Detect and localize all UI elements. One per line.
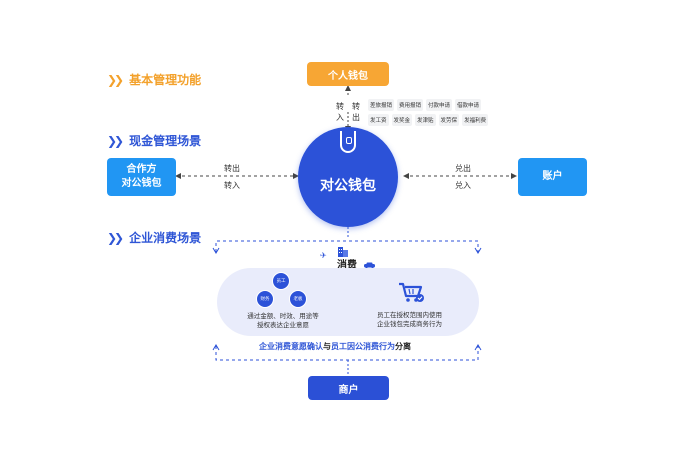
hub-label: 对公钱包 bbox=[320, 178, 376, 194]
role-finance: 财务 bbox=[256, 290, 274, 308]
left-in-label: 转入 bbox=[224, 181, 240, 190]
tag-item: 发工资 bbox=[368, 114, 389, 126]
merchant-node: 商户 bbox=[308, 376, 389, 400]
authorization-text-line-1: 通过金额、时效、用途等 bbox=[247, 312, 319, 320]
section-basic-label: 基本管理功能 bbox=[129, 73, 202, 87]
tag-item: 付款申请 bbox=[426, 99, 453, 111]
authorization-text-line-2: 授权表达企业意愿 bbox=[257, 321, 309, 329]
plane-icon: ✈ bbox=[320, 251, 327, 260]
double-chevron-icon: ❯❯ bbox=[107, 230, 124, 245]
role-employee-label: 员工 bbox=[276, 279, 286, 284]
section-enterprise: ❯❯ 企业消费场景 bbox=[107, 229, 201, 246]
partner-label-line-2: 对公钱包 bbox=[121, 178, 162, 189]
role-finance-label: 财务 bbox=[260, 297, 270, 302]
tag-item: 发奖金 bbox=[391, 114, 413, 126]
account-node: 账户 bbox=[518, 158, 587, 196]
summary-part-2: 员工因公消费行为 bbox=[331, 342, 395, 351]
car-icon bbox=[364, 254, 375, 269]
transfer-out-char-2: 出 bbox=[352, 113, 360, 122]
usage-text: 员工在授权范围内使用 企业钱包完成商务行为 bbox=[377, 311, 457, 329]
tag-item: 发津贴 bbox=[415, 114, 436, 126]
tag-item: 发劳保 bbox=[438, 114, 460, 126]
tag-item: 费用报销 bbox=[397, 99, 424, 111]
building-icon bbox=[337, 242, 349, 257]
usage-text-line-1: 员工在授权范围内使用 bbox=[377, 311, 442, 319]
transfer-in-char-1: 转 bbox=[336, 102, 344, 111]
transfer-in-label: 转 入 bbox=[336, 101, 344, 123]
merchant-label: 商户 bbox=[338, 384, 359, 396]
section-basic: ❯❯ 基本管理功能 bbox=[107, 71, 201, 88]
double-chevron-icon: ❯❯ bbox=[107, 133, 124, 148]
section-enterprise-label: 企业消费场景 bbox=[129, 231, 202, 245]
personal-wallet-label: 个人钱包 bbox=[328, 70, 368, 82]
summary-part-1: 企业消费意愿确认 bbox=[259, 342, 323, 351]
corporate-wallet-hub: 对公钱包 bbox=[298, 127, 398, 227]
role-boss: 老板 bbox=[289, 290, 307, 308]
left-out-label: 转出 bbox=[224, 164, 240, 173]
role-boss-label: 老板 bbox=[293, 297, 303, 302]
usage-text-line-2: 企业钱包完成商务行为 bbox=[377, 320, 442, 328]
separation-summary: 企业消费意愿确认与员工因公消费行为分离 bbox=[259, 341, 411, 352]
summary-mid: 与 bbox=[323, 342, 331, 351]
right-out-label: 兑出 bbox=[455, 164, 471, 173]
authorization-text: 通过金额、时效、用途等 授权表达企业意愿 bbox=[243, 312, 323, 330]
tags-row-1: 差旅报销 费用报销 付款申请 借款申请 bbox=[368, 99, 482, 111]
consume-label: 消费 bbox=[337, 260, 357, 271]
transfer-in-char-2: 入 bbox=[336, 113, 344, 122]
transfer-out-char-1: 转 bbox=[352, 102, 360, 111]
account-label: 账户 bbox=[542, 171, 563, 182]
tags-row-2: 发工资 发奖金 发津贴 发劳保 发福利费 bbox=[368, 114, 489, 126]
tag-item: 差旅报销 bbox=[368, 99, 395, 111]
tag-item: 发福利费 bbox=[462, 114, 489, 126]
tag-item: 借款申请 bbox=[455, 99, 482, 111]
right-in-label: 兑入 bbox=[455, 181, 471, 190]
double-chevron-icon: ❯❯ bbox=[107, 72, 124, 87]
bracket-top bbox=[215, 240, 479, 252]
partner-label-line-1: 合作方 bbox=[126, 164, 157, 175]
bracket-bottom bbox=[215, 346, 479, 361]
section-cash: ❯❯ 现金管理场景 bbox=[107, 132, 201, 149]
role-employee: 员工 bbox=[272, 272, 290, 290]
transfer-out-label: 转 出 bbox=[352, 101, 360, 123]
shopping-cart-check-icon bbox=[398, 281, 426, 305]
personal-wallet-node: 个人钱包 bbox=[307, 62, 389, 86]
section-cash-label: 现金管理场景 bbox=[129, 134, 202, 148]
wallet-lock-icon bbox=[340, 131, 356, 153]
partner-wallet-node: 合作方 对公钱包 bbox=[107, 158, 176, 196]
summary-end: 分离 bbox=[395, 342, 411, 351]
